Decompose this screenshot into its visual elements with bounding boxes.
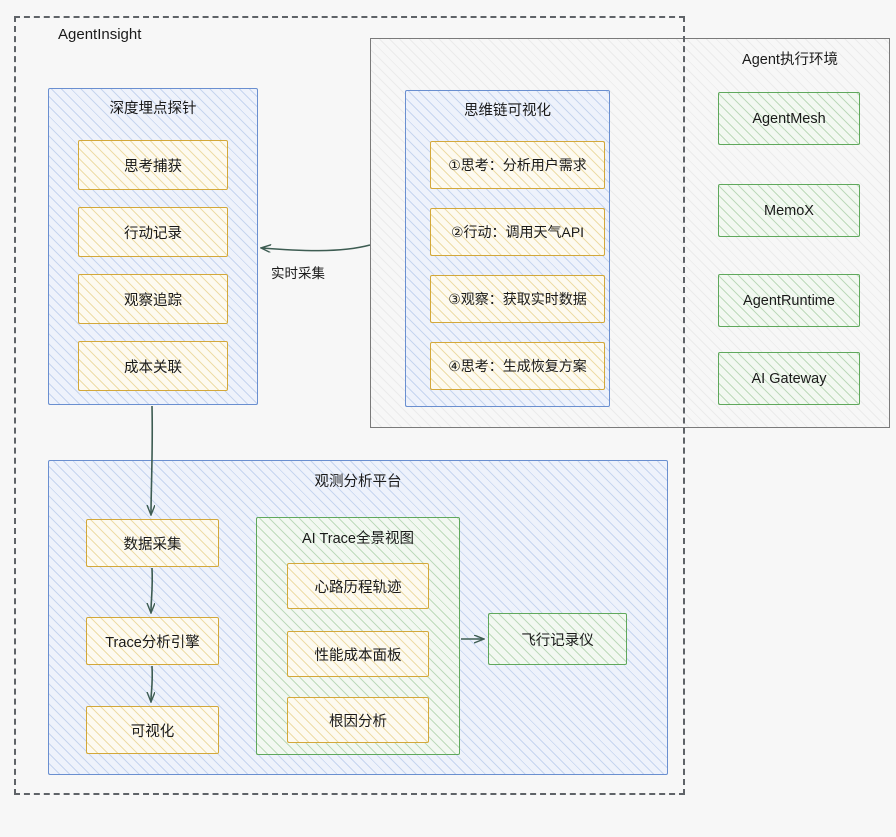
cot-step-1[interactable]: ②行动：调用天气API (430, 208, 605, 256)
box-observability-platform-title: 观测分析平台 (314, 474, 402, 490)
edge-label-realtime-collect: 实时采集 (271, 266, 325, 281)
group-agent-exec-env-title: Agent执行环境 (742, 52, 838, 68)
group-ai-trace-panorama-title: AI Trace全景视图 (302, 531, 414, 547)
probe-item-2[interactable]: 观察追踪 (78, 274, 228, 324)
trace-item-journey[interactable]: 心路历程轨迹 (287, 563, 429, 609)
box-flight-recorder[interactable]: 飞行记录仪 (488, 613, 627, 665)
runtime-component-agentmesh[interactable]: AgentMesh (718, 92, 860, 145)
cot-step-2[interactable]: ③观察：获取实时数据 (430, 275, 605, 323)
group-agentinsight-title: AgentInsight (58, 26, 142, 43)
probe-item-3[interactable]: 成本关联 (78, 341, 228, 391)
pipeline-step-trace-engine[interactable]: Trace分析引擎 (86, 617, 219, 665)
pipeline-step-visualize[interactable]: 可视化 (86, 706, 219, 754)
runtime-component-ai-gateway[interactable]: AI Gateway (718, 352, 860, 405)
cot-step-3[interactable]: ④思考：生成恢复方案 (430, 342, 605, 390)
box-deep-probe-title: 深度埋点探针 (109, 101, 197, 117)
cot-step-0[interactable]: ①思考：分析用户需求 (430, 141, 605, 189)
probe-item-0[interactable]: 思考捕获 (78, 140, 228, 190)
trace-item-cost-panel[interactable]: 性能成本面板 (287, 631, 429, 677)
dashed-overlay-left (683, 16, 685, 795)
trace-item-root-cause[interactable]: 根因分析 (287, 697, 429, 743)
runtime-component-agentruntime[interactable]: AgentRuntime (718, 274, 860, 327)
pipeline-step-collect[interactable]: 数据采集 (86, 519, 219, 567)
box-cot-visualization-title: 思维链可视化 (464, 103, 551, 119)
runtime-component-memox[interactable]: MemoX (718, 184, 860, 237)
probe-item-1[interactable]: 行动记录 (78, 207, 228, 257)
